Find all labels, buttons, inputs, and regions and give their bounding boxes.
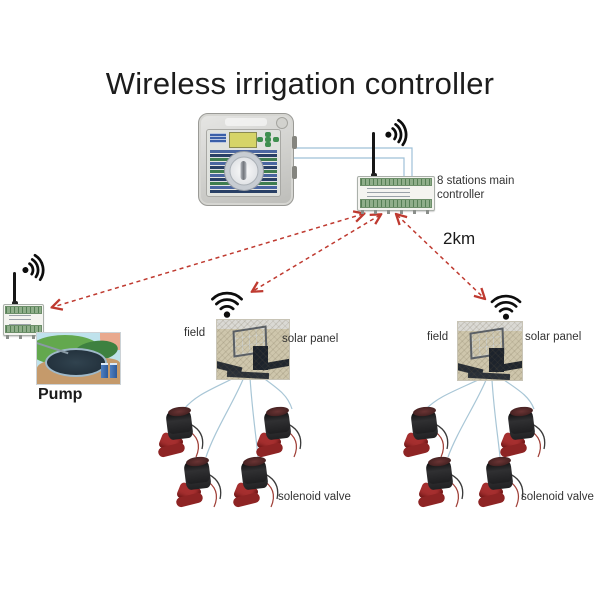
wifi-icon — [209, 289, 245, 319]
field-label: field — [427, 331, 449, 343]
solenoid-valve-image — [232, 455, 281, 513]
controller-face — [206, 129, 281, 197]
wifi-icon — [489, 292, 523, 321]
radio-arrow-pump — [53, 214, 363, 307]
wifi-broadcast-icon — [16, 250, 54, 286]
irrigation-controller-image — [198, 113, 297, 206]
valve-wire — [183, 376, 237, 410]
solar-panel-photo — [457, 321, 523, 381]
controller-hinge — [292, 166, 297, 179]
distance-label: 2km — [443, 229, 476, 248]
antenna-icon — [370, 132, 377, 181]
controller-knob — [229, 156, 258, 186]
solenoid-valve-image — [175, 455, 224, 513]
antenna-icon — [11, 272, 18, 309]
terminal-strip — [5, 305, 42, 314]
controller-hinge — [292, 136, 297, 149]
terminal-pins — [361, 210, 431, 214]
terminal-pins — [5, 335, 42, 339]
controller-link-wire — [292, 147, 413, 176]
terminal-strip — [5, 325, 42, 334]
valve-wire — [491, 379, 501, 458]
controller-lcd — [229, 132, 257, 148]
pump-label: Pump — [38, 386, 83, 403]
solenoid-valve-image — [402, 405, 451, 463]
controller-dial — [223, 150, 264, 191]
solenoid-valve-image — [255, 405, 304, 463]
pump-pond-image — [36, 332, 121, 385]
valve-wire — [261, 376, 293, 410]
radio-arrow-field-1 — [253, 215, 380, 291]
pump-radio-module — [3, 304, 44, 339]
valve-wire — [503, 379, 535, 410]
solar-panel-photo — [216, 319, 290, 380]
radio-arrow-field-2 — [397, 215, 484, 298]
valve-wire — [447, 379, 487, 458]
solenoid-valve-image — [499, 405, 548, 463]
solenoid-valve-image — [417, 455, 466, 513]
valve-wire — [205, 376, 245, 458]
controller-keypad — [257, 132, 279, 148]
controller-brand-emboss — [225, 118, 267, 126]
page-title: Wireless irrigation controller — [105, 66, 495, 101]
hub-label: 8 stations main controller — [437, 175, 515, 201]
solenoid-valve-image — [477, 455, 526, 513]
controller-emblem — [276, 117, 288, 129]
solenoid-valve-image — [157, 405, 206, 463]
solenoid-valve-label: solenoid valve — [278, 491, 351, 503]
terminal-strip — [360, 177, 432, 187]
solar-panel-label: solar panel — [525, 331, 582, 343]
hub-radio-module — [357, 176, 435, 214]
controller-label-tag — [210, 133, 226, 143]
solar-panel-label: solar panel — [282, 333, 339, 345]
field-label: field — [184, 327, 206, 339]
terminal-strip — [360, 199, 432, 209]
wifi-broadcast-icon — [380, 115, 417, 150]
controller-link-wire — [292, 157, 405, 176]
solenoid-valve-label: solenoid valve — [521, 491, 594, 503]
